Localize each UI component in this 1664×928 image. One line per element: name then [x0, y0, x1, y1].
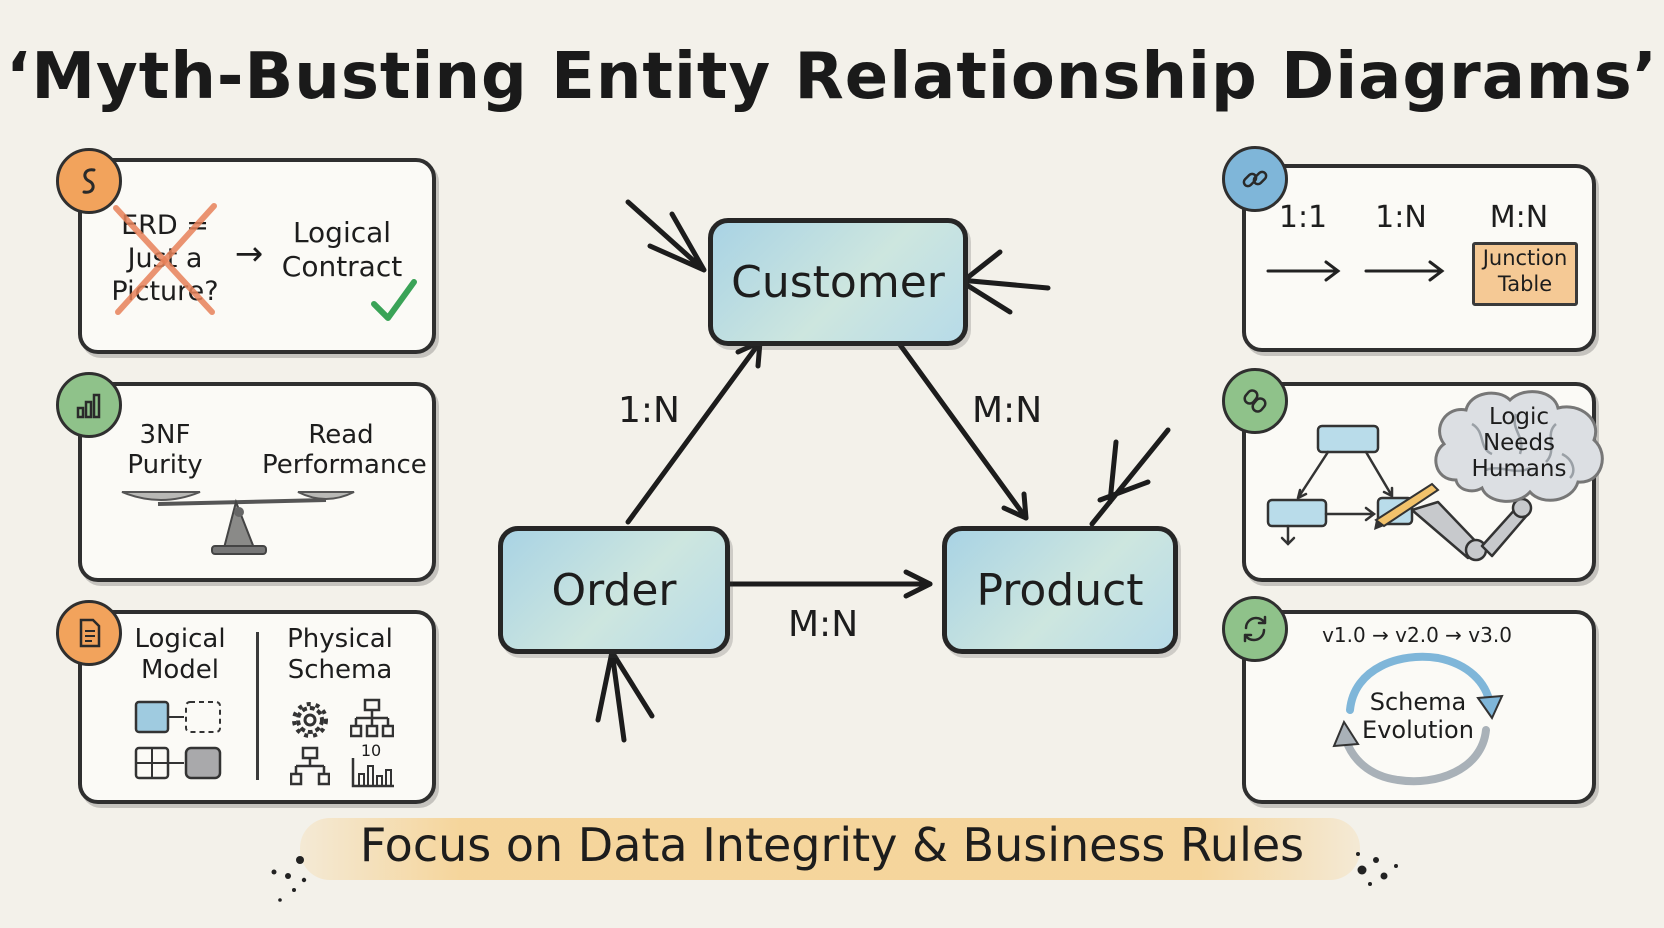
robot-arm-pencil-icon — [1374, 482, 1533, 562]
chain-link-icon — [1222, 368, 1288, 434]
check-icon — [371, 279, 417, 321]
tradeoff-right-2: Performance — [262, 450, 427, 480]
version-sequence: v1.0 → v2.0 → v3.0 — [1322, 623, 1512, 647]
cardinality-many-to-many: M:N — [1489, 200, 1549, 235]
evolution-cycle-arrows — [1332, 652, 1504, 786]
bar-chart-icon — [56, 372, 122, 438]
junction-table — [1472, 242, 1578, 306]
refresh-icon — [1222, 596, 1288, 662]
brain-line-2: Needs — [1482, 430, 1556, 456]
logical-model-line-1: Logical — [134, 624, 226, 654]
tradeoff-right-1: Read — [308, 420, 374, 450]
cardinality-one-to-one: 1:1 — [1278, 200, 1328, 235]
tree-icon — [290, 746, 330, 786]
ink-splatter-left — [271, 856, 307, 902]
relation-customer-product: M:N — [972, 390, 1043, 431]
entity-product: Product — [942, 526, 1178, 654]
hierarchy-icon — [350, 698, 394, 738]
brain-icon — [1434, 390, 1604, 503]
gear-icon — [292, 702, 328, 738]
logical-model-boxes-icon — [134, 700, 222, 780]
junction-line-2: Table — [1497, 272, 1553, 296]
relation-order-product: M:N — [788, 604, 859, 645]
tradeoff-left-2: Purity — [127, 450, 203, 480]
footer-highlight — [300, 818, 1360, 880]
entity-customer: Customer — [708, 218, 968, 346]
junction-line-1: Junction — [1482, 246, 1568, 270]
relation-order-customer: 1:N — [618, 390, 680, 431]
document-icon — [56, 600, 122, 666]
balance-scale-icon — [121, 491, 355, 555]
page-title: ‘Myth-Busting Entity Relationship Diagra… — [6, 40, 1658, 114]
tradeoff-left-1: 3NF — [139, 420, 191, 450]
logical-model-line-2: Model — [140, 655, 220, 685]
ink-splatter-right — [1356, 852, 1398, 886]
cross-out-mark — [113, 203, 217, 315]
schema-evolution-card — [1242, 610, 1596, 804]
cycle-line-2: Evolution — [1362, 716, 1474, 744]
snake-s-icon — [56, 148, 122, 214]
physical-schema-line-1: Physical — [287, 624, 393, 654]
panel-divider — [256, 632, 259, 780]
link-icon — [1222, 146, 1288, 212]
entity-order: Order — [498, 526, 730, 654]
truth-line-1: Logical — [292, 216, 392, 249]
bar-chart-label: 10 — [360, 741, 382, 760]
brain-line-3: Humans — [1471, 456, 1567, 482]
myth-arrow: → — [234, 234, 264, 274]
myth-card — [78, 158, 436, 354]
cardinality-arrows — [1266, 260, 1445, 282]
cycle-line-1: Schema — [1369, 688, 1467, 716]
cardinality-one-to-many: 1:N — [1375, 200, 1427, 235]
footer-tagline: Focus on Data Integrity & Business Rules — [359, 818, 1305, 872]
brain-line-1: Logic — [1488, 404, 1550, 430]
small-bar-chart-icon — [351, 758, 394, 788]
truth-line-2: Contract — [281, 250, 403, 283]
physical-schema-line-2: Schema — [287, 655, 393, 685]
